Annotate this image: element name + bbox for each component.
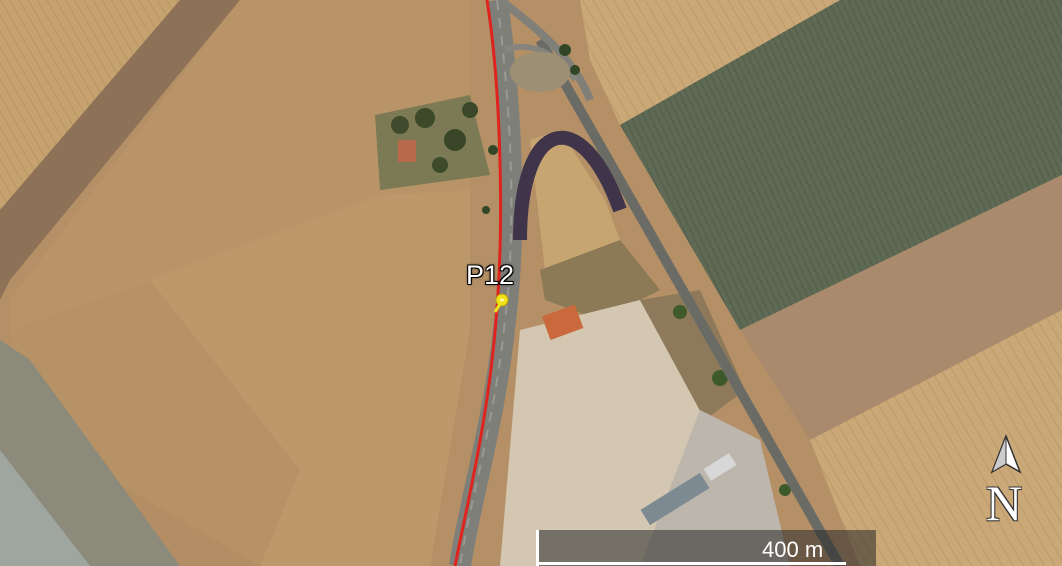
pushpin-icon[interactable] [488, 292, 512, 316]
scale-bar [536, 562, 846, 565]
placemark-label: P12 [466, 260, 515, 290]
scale-bar-tick [536, 530, 539, 566]
scale-label: 400 m [762, 537, 824, 562]
north-arrow-icon [990, 434, 1022, 474]
scale-bar-background [536, 530, 876, 566]
north-label: N [986, 475, 1023, 531]
route-line [453, 0, 503, 566]
